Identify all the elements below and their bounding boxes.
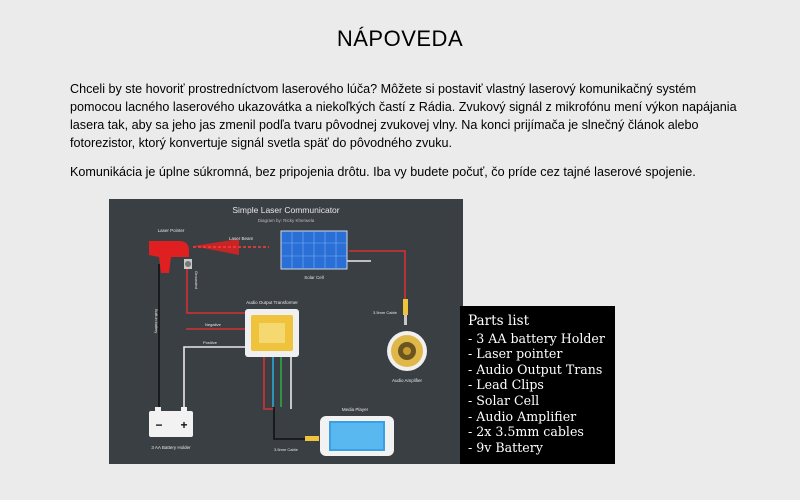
parts-list: - 3 AA battery Holder - Laser pointer - … <box>468 331 615 456</box>
page-title: NÁPOVEDA <box>336 26 464 51</box>
label-audio-amplifier: Audio Amplifier <box>392 378 423 383</box>
audio-output-transformer <box>245 309 299 357</box>
battery-negative-symbol: − <box>155 418 162 432</box>
label-cable-bottom: 3.5mm Cable <box>274 447 299 452</box>
parts-list-heading: Parts list <box>468 313 530 329</box>
cable-connector-bottom <box>305 436 319 441</box>
label-positive: Positive <box>203 340 218 345</box>
battery-positive-symbol: + <box>180 418 187 432</box>
label-negative: Negative <box>205 322 222 327</box>
laser-pointer <box>149 241 192 273</box>
label-laser-pointer: Laser Pointer <box>158 228 185 233</box>
label-media-player: Media Player <box>342 407 369 412</box>
label-solar-cell: Solar Cell <box>304 275 324 280</box>
list-item: - Audio Amplifier <box>468 408 577 424</box>
laser-beam <box>193 239 269 255</box>
battery-holder <box>149 407 193 437</box>
solar-cell <box>280 230 348 270</box>
parts-list-panel: Parts list - 3 AA battery Holder - Laser… <box>460 306 615 464</box>
media-player <box>320 416 394 456</box>
label-grounded: Grounded <box>194 271 199 289</box>
privacy-paragraph: Komunikácia je úplne súkromná, bez pripo… <box>70 165 696 179</box>
list-item: - Solar Cell <box>468 392 540 408</box>
list-item: - Audio Output Trans <box>468 361 603 377</box>
list-item: - 9v Battery <box>468 439 543 455</box>
wires <box>158 250 406 440</box>
label-transformer: Audio Output Transformer <box>246 300 298 305</box>
audio-amplifier <box>387 331 427 371</box>
laser-communicator-diagram: Simple Laser Communicator Diagram by: Ri… <box>109 199 463 464</box>
list-item: - Lead Clips <box>468 377 544 393</box>
label-laser-beam: Laser Beam <box>229 236 254 241</box>
list-item: - 2x 3.5mm cables <box>468 424 584 440</box>
diagram-title: Simple Laser Communicator <box>232 205 339 215</box>
label-cable-top: 3.5mm Cable <box>373 310 398 315</box>
list-item: - 3 AA battery Holder <box>468 330 605 346</box>
label-battery-wire: Built-in battery <box>154 309 158 333</box>
intro-paragraph: Chceli by ste hovoriť prostredníctvom la… <box>70 82 737 150</box>
label-battery-holder: 3 AA Battery Holder <box>151 445 191 450</box>
list-item: - Laser pointer <box>468 346 563 362</box>
diagram-author: Diagram by: Ricky Kherwela <box>258 218 315 223</box>
cable-connector-top <box>403 299 408 325</box>
